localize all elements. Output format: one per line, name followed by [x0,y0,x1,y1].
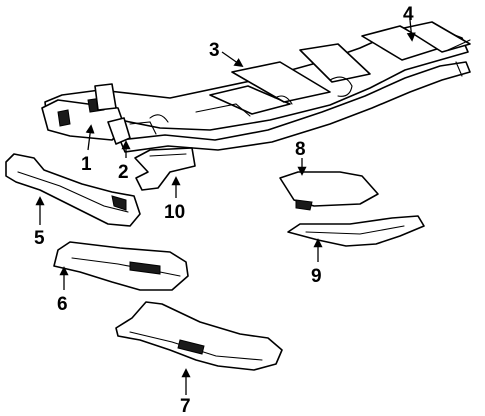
callout-9: 9 [311,266,322,287]
callout-7: 7 [180,396,191,416]
callout-6: 6 [57,294,68,315]
callout-4: 4 [403,4,414,25]
leader-1 [85,124,95,151]
callout-1: 1 [81,154,92,175]
callout-5: 5 [34,228,45,249]
part-5-skid-plate [5,153,141,227]
callout-3: 3 [209,40,220,61]
callout-10: 10 [164,202,185,223]
callout-2: 2 [118,162,129,183]
part-8-shield [279,171,379,211]
leader-4 [406,19,416,42]
leader-3 [221,51,244,68]
frame-assembly [41,21,471,153]
part-9-bracket [287,215,425,247]
callout-leaders [35,19,416,395]
part-2-bracket [107,117,131,145]
part-6-shield [53,241,189,291]
part-7-skid-plate [115,301,283,371]
callout-8: 8 [295,139,306,160]
part-10-mount-bracket [134,147,196,191]
callout-labels: 1 2 3 4 5 6 7 8 9 10 [34,4,414,416]
